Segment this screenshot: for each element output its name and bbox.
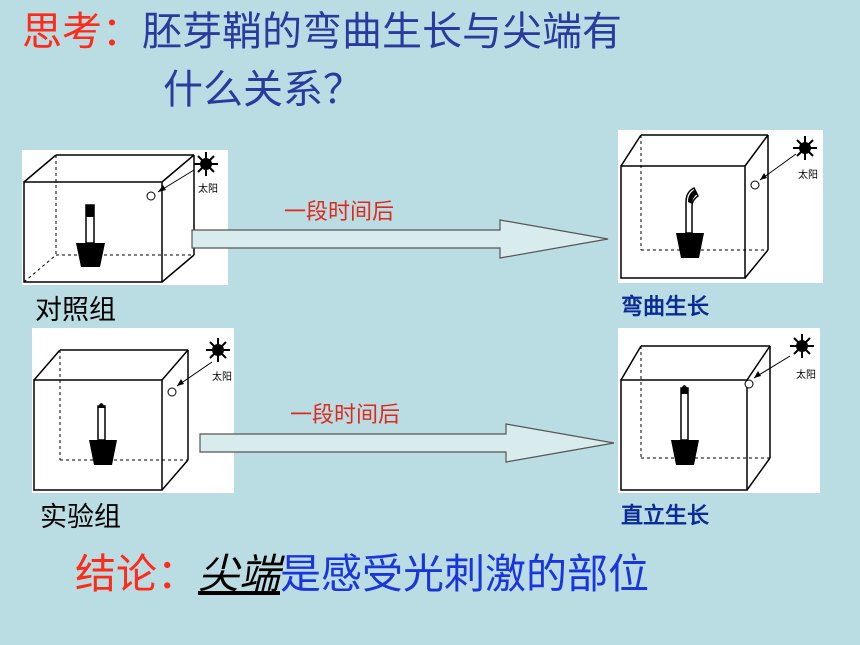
arrow-right-icon [191,219,609,259]
experiment-group-label: 实验组 [40,502,121,533]
bent-result-figure: 太阳 [618,130,823,283]
bent-growth-label: 弯曲生长 [621,295,710,320]
conclusion: 结论：尖端是感受光刺激的部位 [75,540,649,600]
experiment-box-figure: 太阳 [32,328,234,493]
question-prefix: 思考： [22,9,142,55]
conclusion-prefix: 结论： [75,550,198,598]
control-box-figure: 太阳 [22,150,228,285]
conclusion-key-term: 尖端 [198,550,280,598]
sun-icon [793,136,817,160]
straight-growth-label: 直立生长 [621,504,710,529]
sun-label: 太阳 [798,170,818,181]
control-group-label: 对照组 [35,295,116,326]
time-passes-label-top: 一段时间后 [284,200,395,225]
sun-icon [206,338,230,362]
question-line-1: 胚芽鞘的弯曲生长与尖端有 [142,9,622,55]
sun-label: 太阳 [212,372,232,383]
sun-label: 太阳 [198,184,218,195]
question-line-2: 什么关系？ [163,67,363,113]
arrow-right-icon [199,423,615,463]
sun-icon [790,334,814,358]
question-title: 思考：胚芽鞘的弯曲生长与尖端有 [22,8,622,56]
sun-icon [194,152,218,176]
sun-label: 太阳 [796,370,816,381]
conclusion-text: 是感受光刺激的部位 [280,550,649,598]
straight-result-figure: 太阳 [618,328,820,493]
time-passes-label-bottom: 一段时间后 [290,403,401,428]
